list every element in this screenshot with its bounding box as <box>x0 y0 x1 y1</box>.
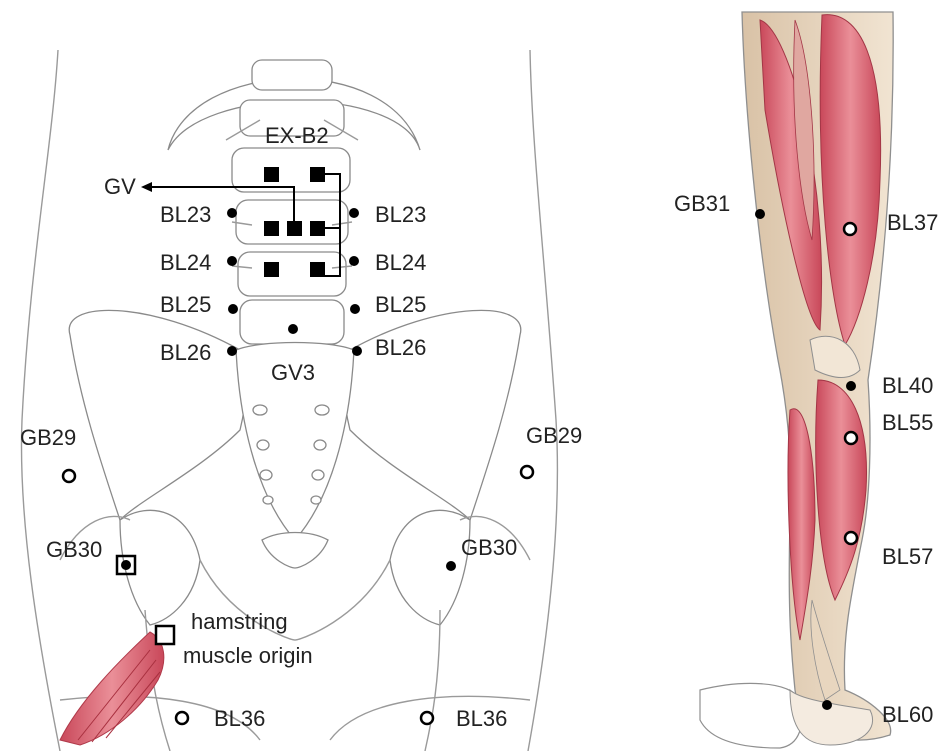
label-hamstring-line2: muscle origin <box>183 643 313 668</box>
bl57-point <box>845 532 857 544</box>
bl25-left-point <box>228 304 238 314</box>
label-hamstring-line1: hamstring <box>191 609 288 634</box>
hamstring-muscle-illustration <box>60 632 164 745</box>
bl25-right-point <box>350 304 360 314</box>
label-gb29-left: GB29 <box>20 425 76 450</box>
label-bl57: BL57 <box>882 544 933 569</box>
bl36-right-point <box>421 712 433 724</box>
label-gb30-right: GB30 <box>461 535 517 560</box>
leg-illustration <box>700 12 893 748</box>
label-gb31: GB31 <box>674 191 730 216</box>
label-bl23-left: BL23 <box>160 202 211 227</box>
label-bl26-right: BL26 <box>375 335 426 360</box>
lumbar-vertebrae <box>226 60 358 344</box>
label-bl23-right: BL23 <box>375 202 426 227</box>
label-ex-b2: EX-B2 <box>265 123 329 148</box>
gb30-right-point <box>446 561 456 571</box>
bl40-point <box>846 381 856 391</box>
bl36-left-point <box>176 712 188 724</box>
gb31-point <box>755 209 765 219</box>
label-bl36-left: BL36 <box>214 706 265 731</box>
label-bl25-left: BL25 <box>160 292 211 317</box>
label-bl60: BL60 <box>882 702 933 727</box>
bl26-left-point <box>227 346 237 356</box>
label-bl55: BL55 <box>882 410 933 435</box>
label-bl25-right: BL25 <box>375 292 426 317</box>
label-bl40: BL40 <box>882 373 933 398</box>
bl23-right-point <box>349 208 359 218</box>
bl26-right-point <box>352 346 362 356</box>
hamstring-origin-box <box>156 626 174 644</box>
label-bl37: BL37 <box>887 210 938 235</box>
bl60-point <box>822 700 832 710</box>
bl24-right-point <box>349 256 359 266</box>
label-gv3: GV3 <box>271 360 315 385</box>
label-gb30-left: GB30 <box>46 537 102 562</box>
label-bl24-right: BL24 <box>375 250 426 275</box>
label-gb29-right: GB29 <box>526 423 582 448</box>
label-bl26-left: BL26 <box>160 340 211 365</box>
bl24-left-point <box>227 256 237 266</box>
gb29-right-point <box>521 466 533 478</box>
bl23-left-point <box>227 208 237 218</box>
label-bl24-left: BL24 <box>160 250 211 275</box>
gb29-left-point <box>63 470 75 482</box>
gb30-left-point <box>121 560 131 570</box>
bl55-point <box>845 432 857 444</box>
bl37-point <box>844 223 856 235</box>
label-gv: GV <box>104 174 136 199</box>
label-bl36-right: BL36 <box>456 706 507 731</box>
gv3-point <box>288 324 298 334</box>
